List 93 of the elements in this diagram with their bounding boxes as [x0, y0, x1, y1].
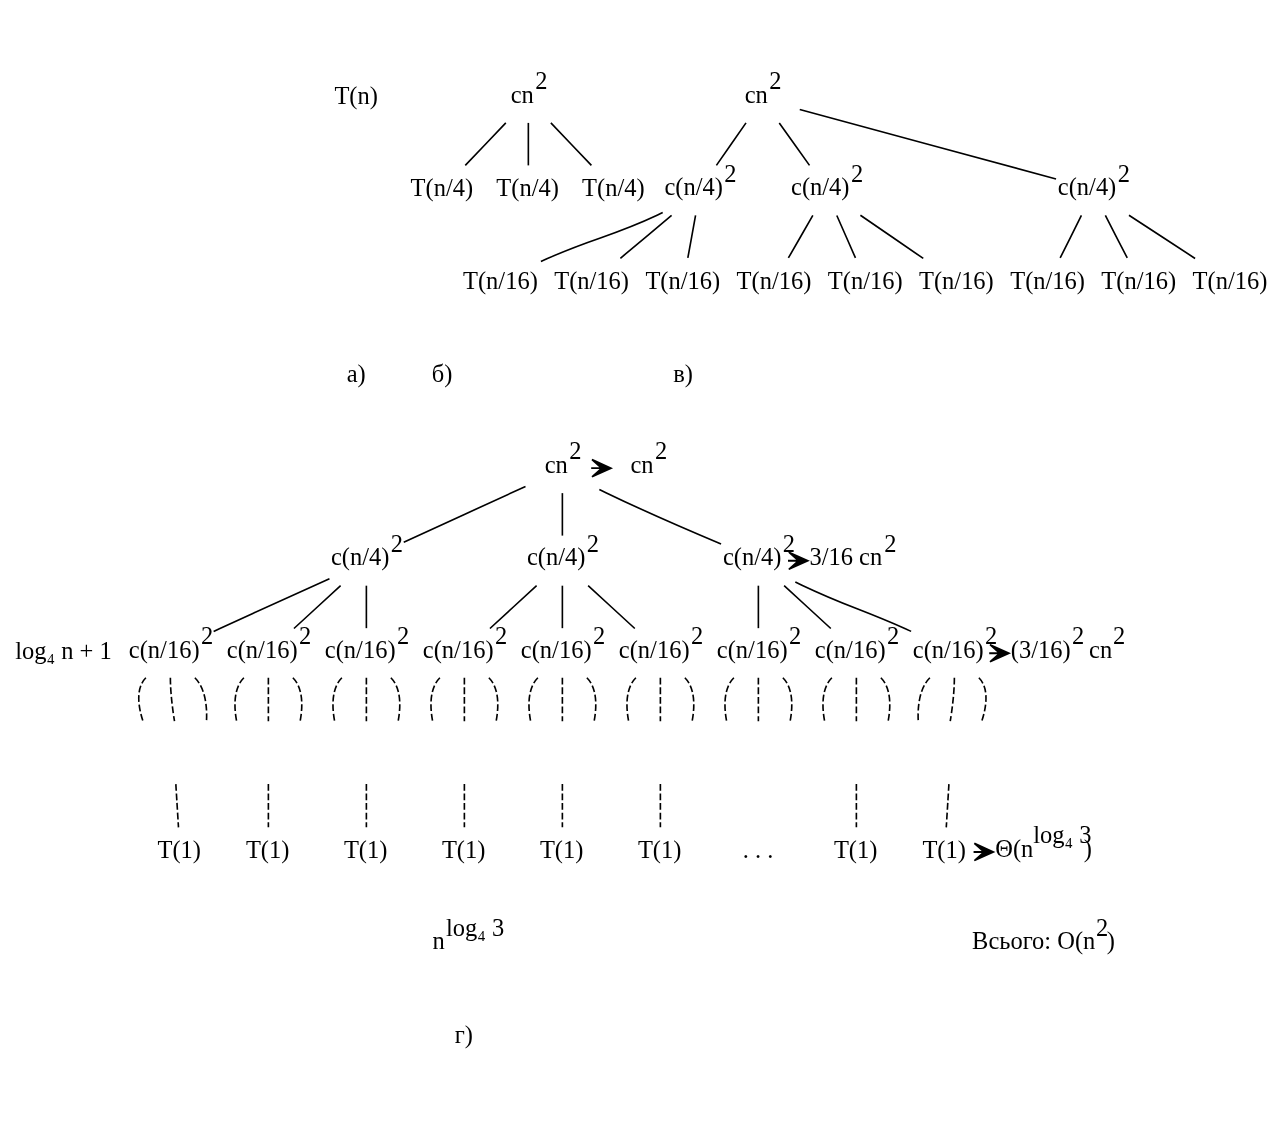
connector: [945, 783, 950, 829]
connector: [430, 676, 441, 723]
arrow: [973, 842, 995, 862]
connector: [212, 577, 331, 633]
connector: [175, 783, 180, 829]
node-text: T(n/16): [1101, 267, 1177, 295]
connector: [194, 676, 208, 722]
connector: [1059, 214, 1083, 259]
connector: [836, 214, 857, 259]
connector: [715, 122, 747, 167]
node-text: T(n/16): [463, 267, 538, 295]
node-text: T(1): [833, 835, 878, 863]
arrow: [989, 643, 1010, 663]
connector: [757, 676, 760, 722]
node-text: T(n/16): [1192, 267, 1268, 295]
connector: [464, 122, 507, 167]
connector: [782, 676, 793, 723]
label: . . .: [742, 835, 774, 863]
label: г): [454, 1021, 474, 1049]
connector: [587, 584, 636, 630]
connector: [234, 676, 245, 723]
connector: [488, 676, 499, 723]
connector: [402, 485, 527, 544]
connector: [917, 676, 931, 722]
node-text: T(n/16): [554, 267, 630, 295]
connector: [561, 676, 564, 722]
node-text: T(1): [157, 835, 201, 863]
connector: [778, 122, 811, 167]
connector: [978, 676, 987, 723]
connector: [1128, 214, 1196, 260]
connector: [561, 584, 564, 629]
node-text: T(1): [539, 835, 584, 863]
connector: [684, 676, 695, 723]
connector: [463, 676, 466, 722]
connector: [822, 676, 833, 723]
connector: [267, 676, 270, 722]
arrow: [591, 458, 612, 478]
connector: [527, 122, 530, 167]
connector: [855, 783, 858, 829]
node-text: T(n/16): [918, 267, 994, 295]
node-text: T(n/4): [582, 174, 645, 202]
node-text: T(1): [343, 835, 388, 863]
connector: [267, 783, 270, 829]
label: в): [673, 359, 694, 387]
connector: [798, 108, 1057, 180]
connector: [783, 584, 832, 630]
connector: [859, 214, 925, 260]
node-text: T(n/4): [496, 174, 559, 202]
connector: [292, 676, 303, 723]
connector: [787, 214, 814, 259]
node-text: T(n): [334, 81, 378, 109]
connector: [550, 122, 593, 167]
connector: [365, 584, 368, 629]
connector: [561, 492, 564, 537]
node-text: T(1): [637, 835, 682, 863]
connector: [949, 676, 956, 723]
connector: [293, 584, 342, 630]
connector: [540, 211, 664, 263]
node-text: T(1): [441, 835, 486, 863]
node-text: T(n/16): [1010, 267, 1085, 295]
node-text: T(n/16): [736, 267, 812, 295]
connector: [390, 676, 401, 723]
connector: [489, 584, 538, 630]
connector: [365, 676, 368, 722]
node-text: T(n/16): [645, 267, 721, 295]
connector: [137, 676, 147, 723]
connector: [724, 676, 735, 723]
connector: [880, 676, 891, 723]
connector: [528, 676, 539, 723]
connector: [659, 783, 662, 829]
connector: [365, 783, 368, 829]
connector: [687, 214, 697, 259]
connector: [586, 676, 597, 723]
label: log₄ n + 1: [15, 637, 112, 665]
node-text: T(1): [922, 835, 966, 863]
arrow: [788, 551, 809, 571]
node-text: T(1): [245, 835, 290, 863]
connector: [463, 783, 466, 829]
node-text: T(n/16): [827, 267, 903, 295]
connector: [332, 676, 343, 723]
connector: [855, 676, 858, 722]
label: б): [431, 359, 453, 387]
connector: [626, 676, 637, 723]
label: а): [346, 359, 366, 387]
connector: [659, 676, 662, 722]
node-text: T(n/4): [410, 174, 474, 202]
connector: [757, 584, 760, 629]
connector: [169, 676, 176, 723]
connector: [598, 488, 722, 545]
connector: [619, 214, 673, 260]
connector: [794, 581, 912, 633]
connector: [1104, 214, 1129, 259]
connector: [561, 783, 564, 829]
